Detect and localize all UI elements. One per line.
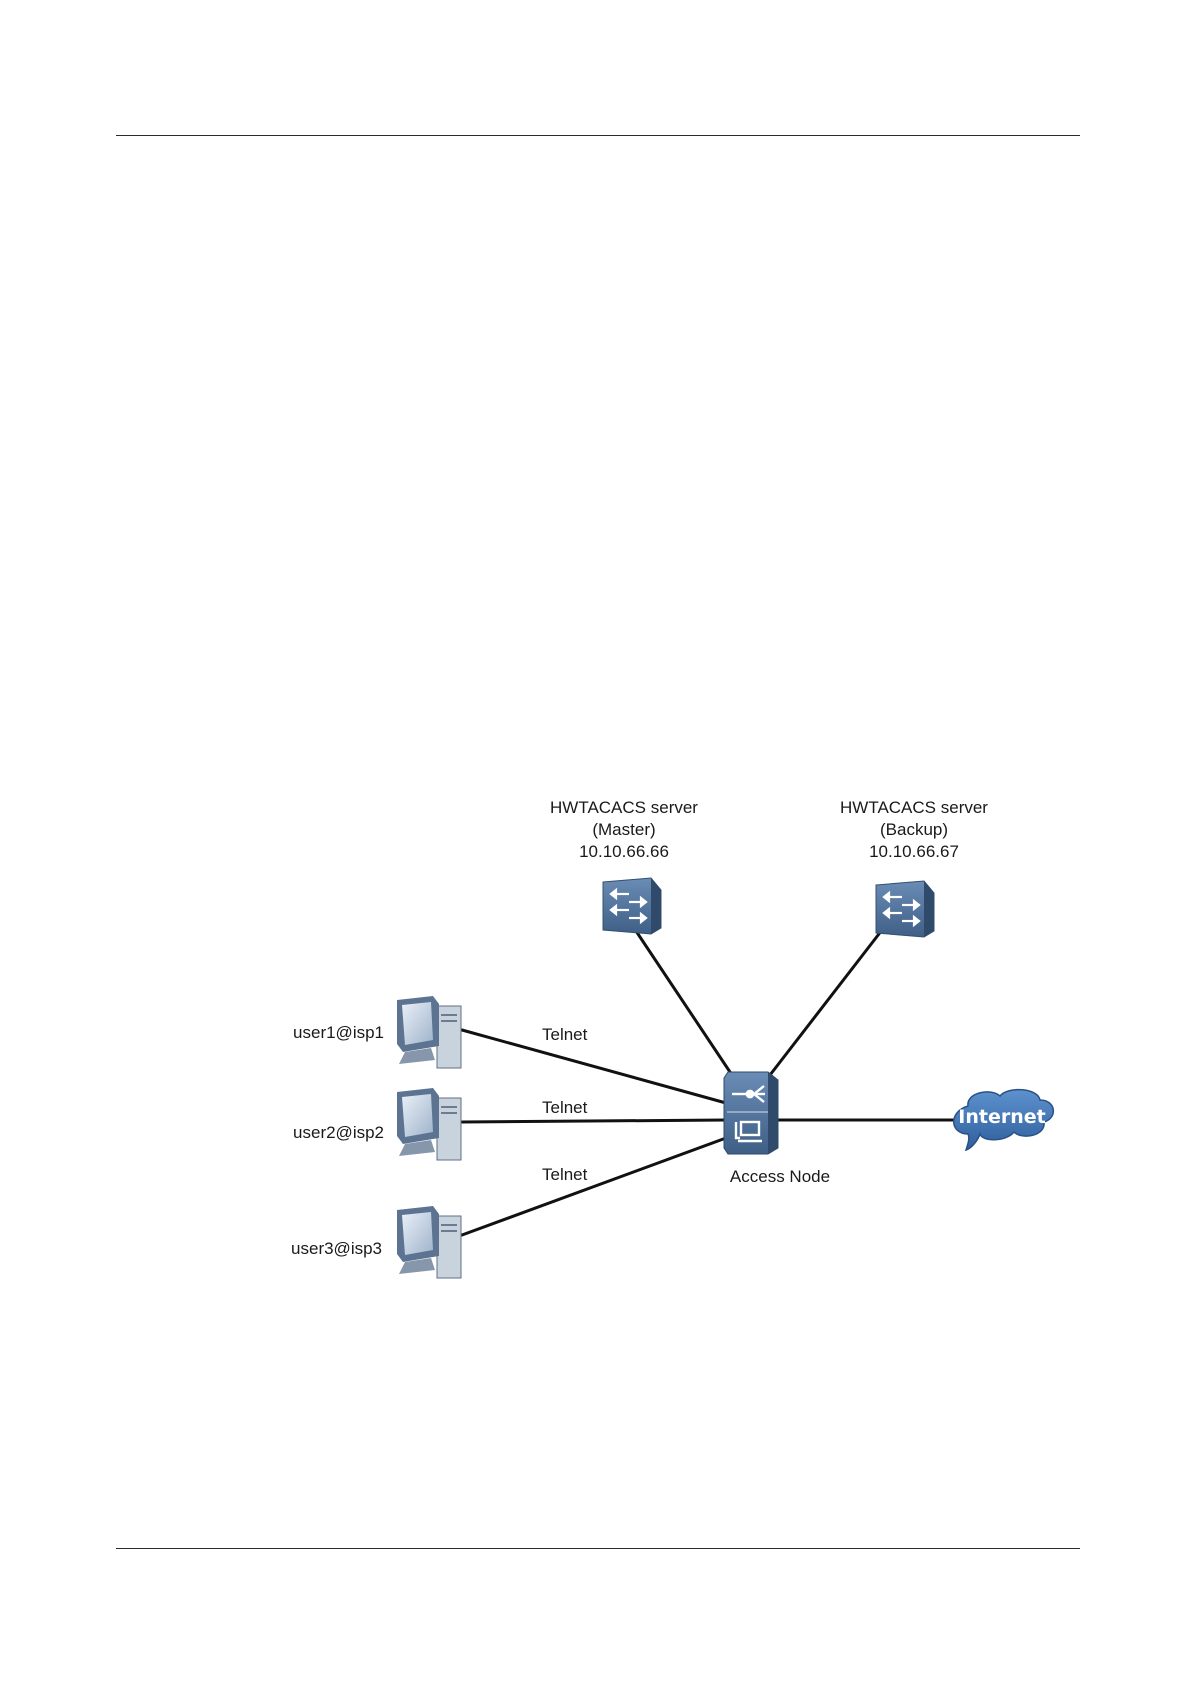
user1-pc-icon bbox=[397, 996, 461, 1068]
link-user2-access bbox=[462, 1120, 726, 1122]
server-backup-icon bbox=[876, 881, 934, 937]
link-backup-access bbox=[770, 930, 882, 1075]
user3-pc-icon bbox=[397, 1206, 461, 1278]
server-master-name: HWTACACS server bbox=[550, 798, 698, 817]
server-master-ip: 10.10.66.66 bbox=[579, 842, 669, 861]
access-node-label: Access Node bbox=[730, 1167, 830, 1186]
user2-label: user2@isp2 bbox=[293, 1123, 384, 1142]
access-node-icon bbox=[724, 1072, 778, 1154]
link1-protocol-label: Telnet bbox=[542, 1025, 588, 1044]
link-master-access bbox=[632, 925, 732, 1075]
user2-pc-icon bbox=[397, 1088, 461, 1160]
internet-cloud-icon: Internet bbox=[954, 1090, 1054, 1150]
server-backup-name: HWTACACS server bbox=[840, 798, 988, 817]
link3-protocol-label: Telnet bbox=[542, 1165, 588, 1184]
user3-label: user3@isp3 bbox=[291, 1239, 382, 1258]
links bbox=[462, 925, 960, 1235]
server-backup-role: (Backup) bbox=[880, 820, 948, 839]
link2-protocol-label: Telnet bbox=[542, 1098, 588, 1117]
server-master-role: (Master) bbox=[592, 820, 655, 839]
internet-label: Internet bbox=[958, 1106, 1045, 1128]
server-backup-ip: 10.10.66.67 bbox=[869, 842, 959, 861]
server-master-icon bbox=[603, 878, 661, 934]
link-user3-access bbox=[462, 1138, 726, 1235]
user1-label: user1@isp1 bbox=[293, 1023, 384, 1042]
link-user1-access bbox=[462, 1030, 726, 1103]
